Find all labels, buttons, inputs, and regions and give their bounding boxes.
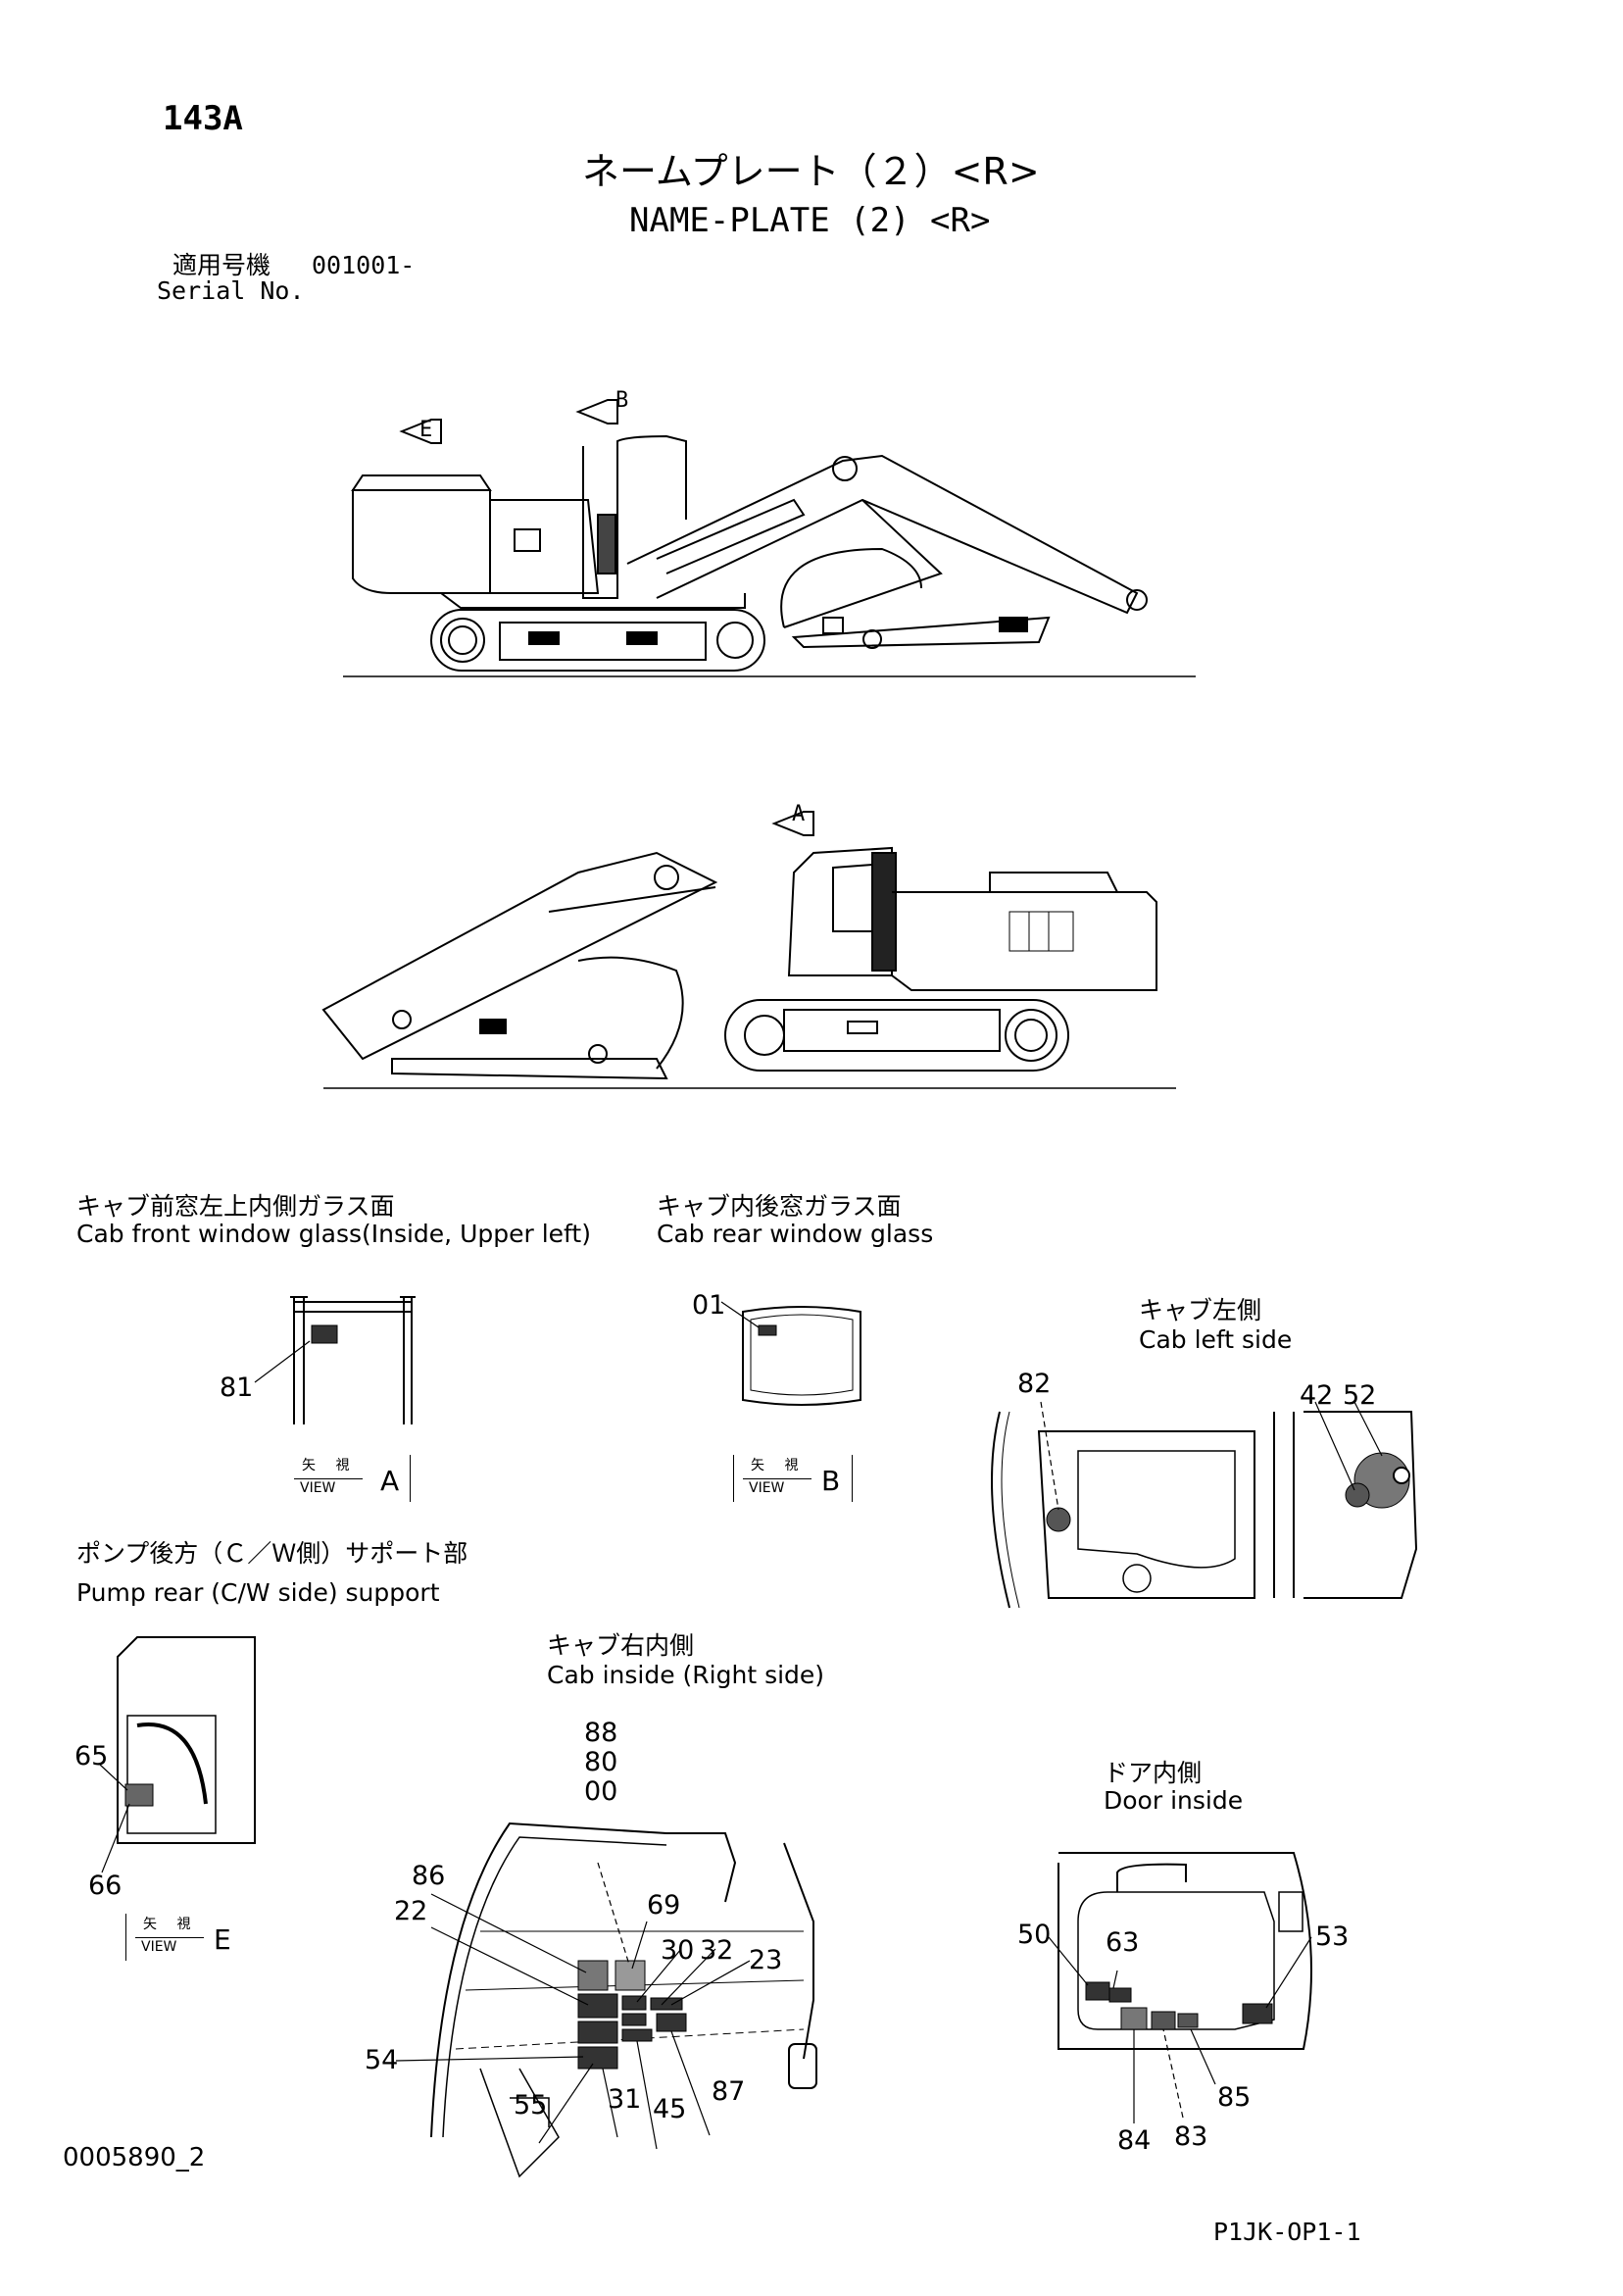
view-b-letter: B [821, 1465, 841, 1497]
serial-label-japanese: 適用号機 [172, 251, 271, 279]
callout-32: 32 [700, 1935, 734, 1966]
callout-83: 83 [1174, 2121, 1208, 2152]
callout-65: 65 [74, 1741, 109, 1772]
arrow-label-e: E [419, 418, 433, 442]
pump-rear-support-diagram [99, 1636, 256, 1873]
callout-66: 66 [88, 1871, 123, 1901]
section-pump-rear-jp: ポンプ後方（Ｃ／Ｗ側）サポート部 [76, 1539, 468, 1568]
view-b-text: VIEW [749, 1480, 785, 1496]
callout-63: 63 [1106, 1927, 1140, 1958]
cab-left-side-diagram [991, 1401, 1418, 1609]
callout-82: 82 [1017, 1369, 1052, 1399]
callout-42: 42 [1300, 1380, 1334, 1411]
callout-23: 23 [749, 1945, 783, 1975]
cab-right-inside-diagram [395, 1822, 817, 2178]
section-cab-left-en: Cab left side [1139, 1325, 1293, 1354]
document-id: 0005890_2 [63, 2143, 206, 2172]
callout-69: 69 [647, 1890, 681, 1921]
callout-54: 54 [365, 2045, 399, 2075]
section-cab-right-en: Cab inside (Right side) [547, 1661, 825, 1689]
section-cab-left-jp: キャブ左側 [1139, 1296, 1262, 1324]
view-a-marker: 矢 視 VIEW A [284, 1455, 421, 1504]
callout-80: 80 [584, 1747, 618, 1777]
callout-84: 84 [1117, 2125, 1152, 2156]
callout-45: 45 [653, 2094, 687, 2124]
view-e-text: VIEW [141, 1939, 177, 1955]
callout-81: 81 [220, 1373, 254, 1403]
callout-85: 85 [1217, 2082, 1252, 2113]
view-a-letter: A [380, 1465, 400, 1497]
callout-30: 30 [661, 1935, 695, 1966]
section-cab-right-jp: キャブ右内側 [547, 1631, 695, 1660]
serial-label-english: Serial No. [157, 276, 305, 305]
rear-window-diagram [720, 1301, 861, 1406]
section-rear-window-en: Cab rear window glass [657, 1220, 934, 1248]
arrow-label-a: A [792, 802, 806, 826]
section-rear-window-jp: キャブ内後窓ガラス面 [657, 1192, 902, 1221]
title-english: NAME-PLATE (2) <R> [629, 201, 991, 240]
section-door-inside-jp: ドア内側 [1104, 1759, 1203, 1787]
callout-22: 22 [394, 1896, 428, 1926]
view-e-letter: E [214, 1923, 231, 1956]
arrow-label-b: B [615, 388, 629, 413]
view-b-kanji: 矢 視 [751, 1458, 807, 1473]
callout-52: 52 [1343, 1380, 1377, 1411]
excavator-side-view-top [343, 399, 1196, 677]
callout-87: 87 [712, 2076, 746, 2107]
callout-50: 50 [1017, 1920, 1052, 1950]
title-japanese: ネームプレート（２）<R> [582, 150, 1040, 193]
view-a-kanji: 矢 視 [302, 1458, 358, 1473]
excavator-side-view-bottom [321, 811, 1176, 1089]
callout-01: 01 [692, 1290, 726, 1321]
serial-value: 001001- [312, 251, 416, 279]
view-b-marker: 矢 視 VIEW B [733, 1455, 870, 1504]
callout-86: 86 [412, 1861, 446, 1891]
callout-31: 31 [608, 2084, 642, 2115]
section-door-inside-en: Door inside [1104, 1786, 1244, 1815]
section-front-window-jp: キャブ前窓左上内側ガラス面 [76, 1192, 395, 1221]
door-inside-diagram [1048, 1852, 1312, 2123]
view-e-marker: 矢 視 VIEW E [125, 1914, 253, 1963]
view-e-kanji: 矢 視 [143, 1917, 199, 1932]
callout-00: 00 [584, 1776, 618, 1807]
view-a-text: VIEW [300, 1480, 336, 1496]
callout-88: 88 [584, 1718, 618, 1748]
page-reference: P1JK-OP1-1 [1213, 2218, 1361, 2246]
page-code: 143A [163, 99, 243, 138]
front-window-diagram [254, 1296, 416, 1424]
callout-53: 53 [1315, 1922, 1350, 1952]
section-pump-rear-en: Pump rear (C/W side) support [76, 1578, 440, 1607]
section-front-window-en: Cab front window glass(Inside, Upper lef… [76, 1220, 591, 1248]
callout-55: 55 [514, 2090, 548, 2121]
